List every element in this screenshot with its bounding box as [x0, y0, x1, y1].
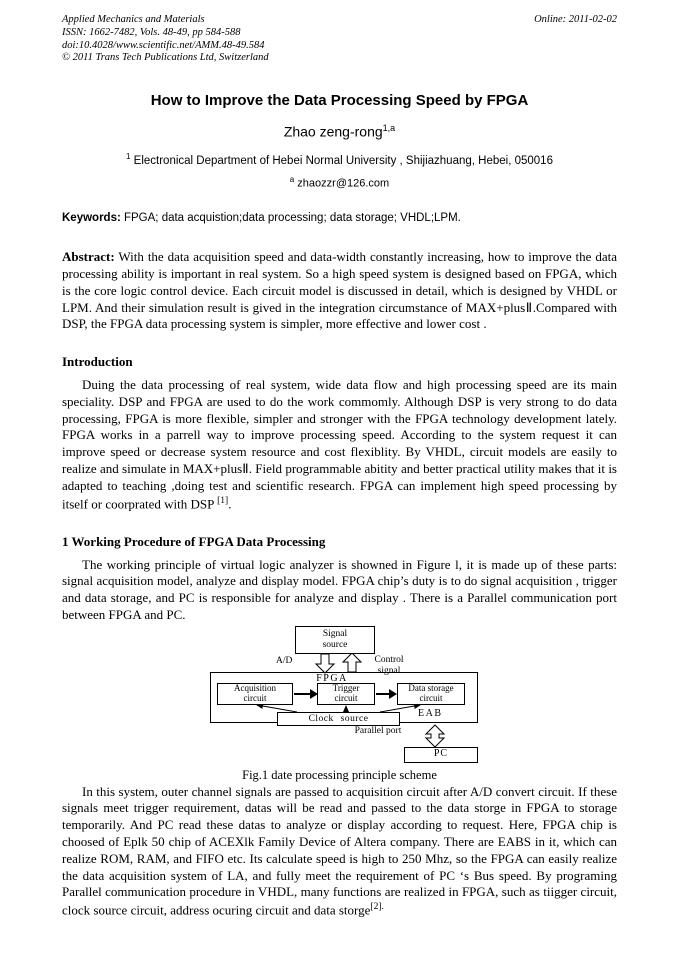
data-storage-circuit-label: Data storage circuit — [408, 682, 454, 703]
author-superscript: 1,a — [382, 123, 396, 134]
introduction-heading: Introduction — [62, 354, 133, 370]
author-name: Zhao zeng-rong — [283, 123, 383, 140]
affiliation-text: Electronical Department of Hebei Normal … — [130, 154, 553, 167]
abstract-text: With the data acquisition speed and data… — [62, 249, 617, 332]
clock-to-acquisition-arrow-icon — [256, 702, 298, 713]
control-up-arrow-icon — [341, 651, 363, 673]
acquisition-to-trigger-arrowhead-icon — [310, 688, 318, 699]
email-superscript: a — [289, 174, 295, 184]
introduction-text: Duing the data processing of real system… — [62, 377, 617, 511]
abstract-paragraph: Abstract: With the data acquisition spee… — [62, 249, 617, 333]
affiliation-line: 1 Electronical Department of Hebei Norma… — [62, 152, 617, 167]
eab-label: EAB — [418, 707, 443, 719]
pc-box: PC — [404, 746, 478, 763]
keywords-text: FPGA; data acquistion;data processing; d… — [120, 212, 461, 225]
clock-source-label: Clock source — [308, 713, 369, 724]
trigger-circuit-box: Trigger circuit — [317, 682, 375, 705]
section1-heading: 1 Working Procedure of FPGA Data Process… — [62, 533, 326, 549]
introduction-text-end: . — [228, 495, 232, 511]
signal-source-label: Signal source — [322, 629, 348, 650]
signal-source-box: Signal source — [295, 625, 375, 654]
ad-down-arrow-icon — [314, 653, 336, 674]
data-storage-circuit-box: Data storage circuit — [397, 682, 465, 705]
fpga-label: FPGA — [316, 672, 348, 684]
affiliation-superscript: 1 — [126, 151, 131, 161]
section1-paragraph1: The working principle of virtual logic a… — [62, 556, 617, 622]
journal-header: Applied Mechanics and Materials ISSN: 16… — [62, 14, 617, 65]
doi-line: doi:10.4028/www.scientific.net/AMM.48-49… — [62, 39, 265, 51]
copyright-line: © 2011 Trans Tech Publications Ltd, Swit… — [62, 52, 269, 64]
paper-title: How to Improve the Data Processing Speed… — [150, 92, 529, 110]
email-text: zhaozzr@126.com — [294, 177, 390, 190]
acquisition-circuit-label: Acquisition circuit — [234, 682, 276, 703]
parallel-port-double-arrow-icon — [424, 723, 446, 748]
clock-source-box: Clock source — [277, 711, 400, 726]
reference-2: [2]. — [370, 902, 384, 913]
parallel-port-label: Parallel port — [354, 725, 402, 736]
reference-1: [1] — [217, 495, 229, 506]
email-line: a zhaozzr@126.com — [62, 175, 617, 190]
clock-to-storage-arrow-icon — [379, 702, 421, 713]
figure1-caption: Fig.1 date processing principle scheme — [242, 767, 437, 782]
issn-line: ISSN: 1662-7482, Vols. 48-49, pp 584-588 — [62, 26, 241, 38]
online-date: Online: 2011-02-02 — [534, 14, 617, 25]
abstract-label: Abstract: — [62, 249, 115, 265]
acquisition-circuit-box: Acquisition circuit — [217, 682, 293, 705]
trigger-circuit-label: Trigger circuit — [332, 682, 360, 703]
author-line: Zhao zeng-rong1,a — [62, 123, 617, 140]
journal-name: Applied Mechanics and Materials — [62, 14, 205, 25]
introduction-paragraph: Duing the data processing of real system… — [62, 377, 617, 512]
section1-paragraph2-text: In this system, outer channel signals ar… — [62, 783, 617, 918]
keywords-label: Keywords: — [62, 212, 121, 225]
journal-header-left: Applied Mechanics and Materials ISSN: 16… — [62, 14, 269, 65]
figure1-diagram: Signal source Acquisition circuit Trigge… — [200, 625, 490, 765]
pc-label: PC — [433, 748, 449, 760]
diagram-arrows — [256, 651, 446, 748]
keywords-line: Keywords: FPGA; data acquistion;data pro… — [62, 212, 617, 224]
trigger-to-storage-arrowhead-icon — [389, 688, 397, 699]
control-signal-label: Control signal — [374, 654, 404, 676]
section1-paragraph2: In this system, outer channel signals ar… — [62, 784, 617, 919]
ad-label: A/D — [276, 655, 293, 666]
